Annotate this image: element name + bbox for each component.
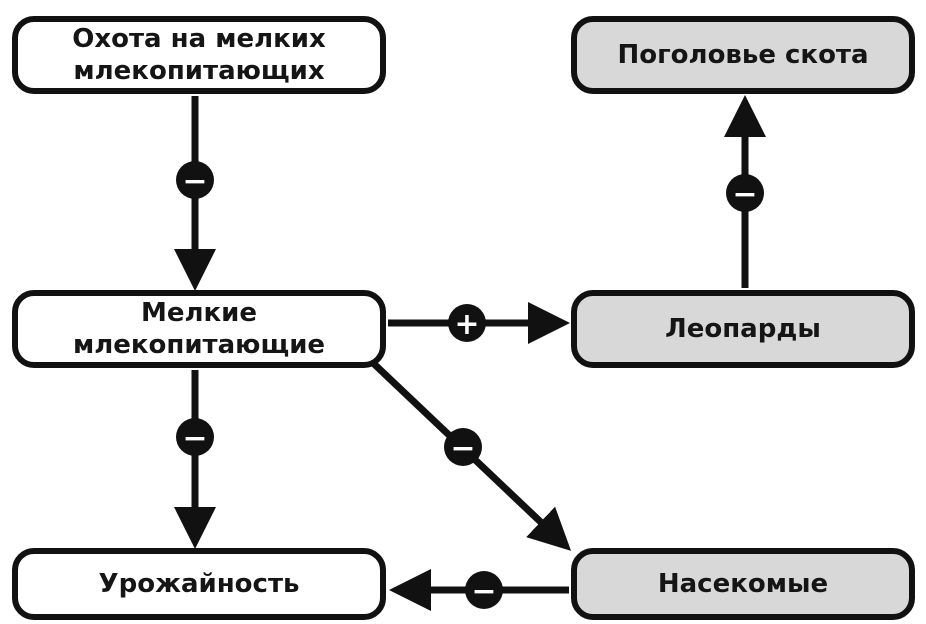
plus-sign-icon xyxy=(448,304,486,342)
node-livestock: Поголовье скота xyxy=(571,16,915,94)
minus-sign-icon xyxy=(176,161,214,199)
minus-sign-icon xyxy=(726,174,764,212)
node-label: Урожайность xyxy=(98,569,300,599)
node-label: Насекомые xyxy=(657,569,829,599)
edge-small-mammals-to-leopards: + xyxy=(388,302,570,344)
node-label: Мелкие млекопитающие xyxy=(72,298,326,360)
node-crop-yield: Урожайность xyxy=(12,548,386,620)
edge-small-mammals-to-insects: − xyxy=(369,359,572,551)
edge-insects-to-yield: − xyxy=(389,569,569,611)
edge-sign-label: − xyxy=(182,421,207,456)
node-label: Поголовье скота xyxy=(617,40,869,70)
node-small-mammals: Мелкие млекопитающие xyxy=(12,290,386,368)
edge-sign-label: − xyxy=(471,574,496,609)
node-label: Охота на мелких млекопитающих xyxy=(72,24,326,86)
minus-sign-icon xyxy=(465,571,503,609)
edge-sign-label: − xyxy=(732,177,757,212)
edge-sign-label: + xyxy=(454,307,479,342)
node-label: Леопарды xyxy=(665,314,821,344)
minus-sign-icon xyxy=(176,418,214,456)
edge-leopards-to-livestock: − xyxy=(724,95,766,288)
edge-sign-label: − xyxy=(182,164,207,199)
edge-small-mammals-to-yield: − xyxy=(174,370,216,549)
edge-hunting-to-small-mammals: − xyxy=(174,96,216,291)
edge-sign-label: − xyxy=(450,431,475,466)
node-hunting-small-mammals: Охота на мелких млекопитающих xyxy=(12,16,386,94)
node-insects: Насекомые xyxy=(571,548,915,620)
node-leopards: Леопарды xyxy=(571,290,915,368)
minus-sign-icon xyxy=(444,428,482,466)
